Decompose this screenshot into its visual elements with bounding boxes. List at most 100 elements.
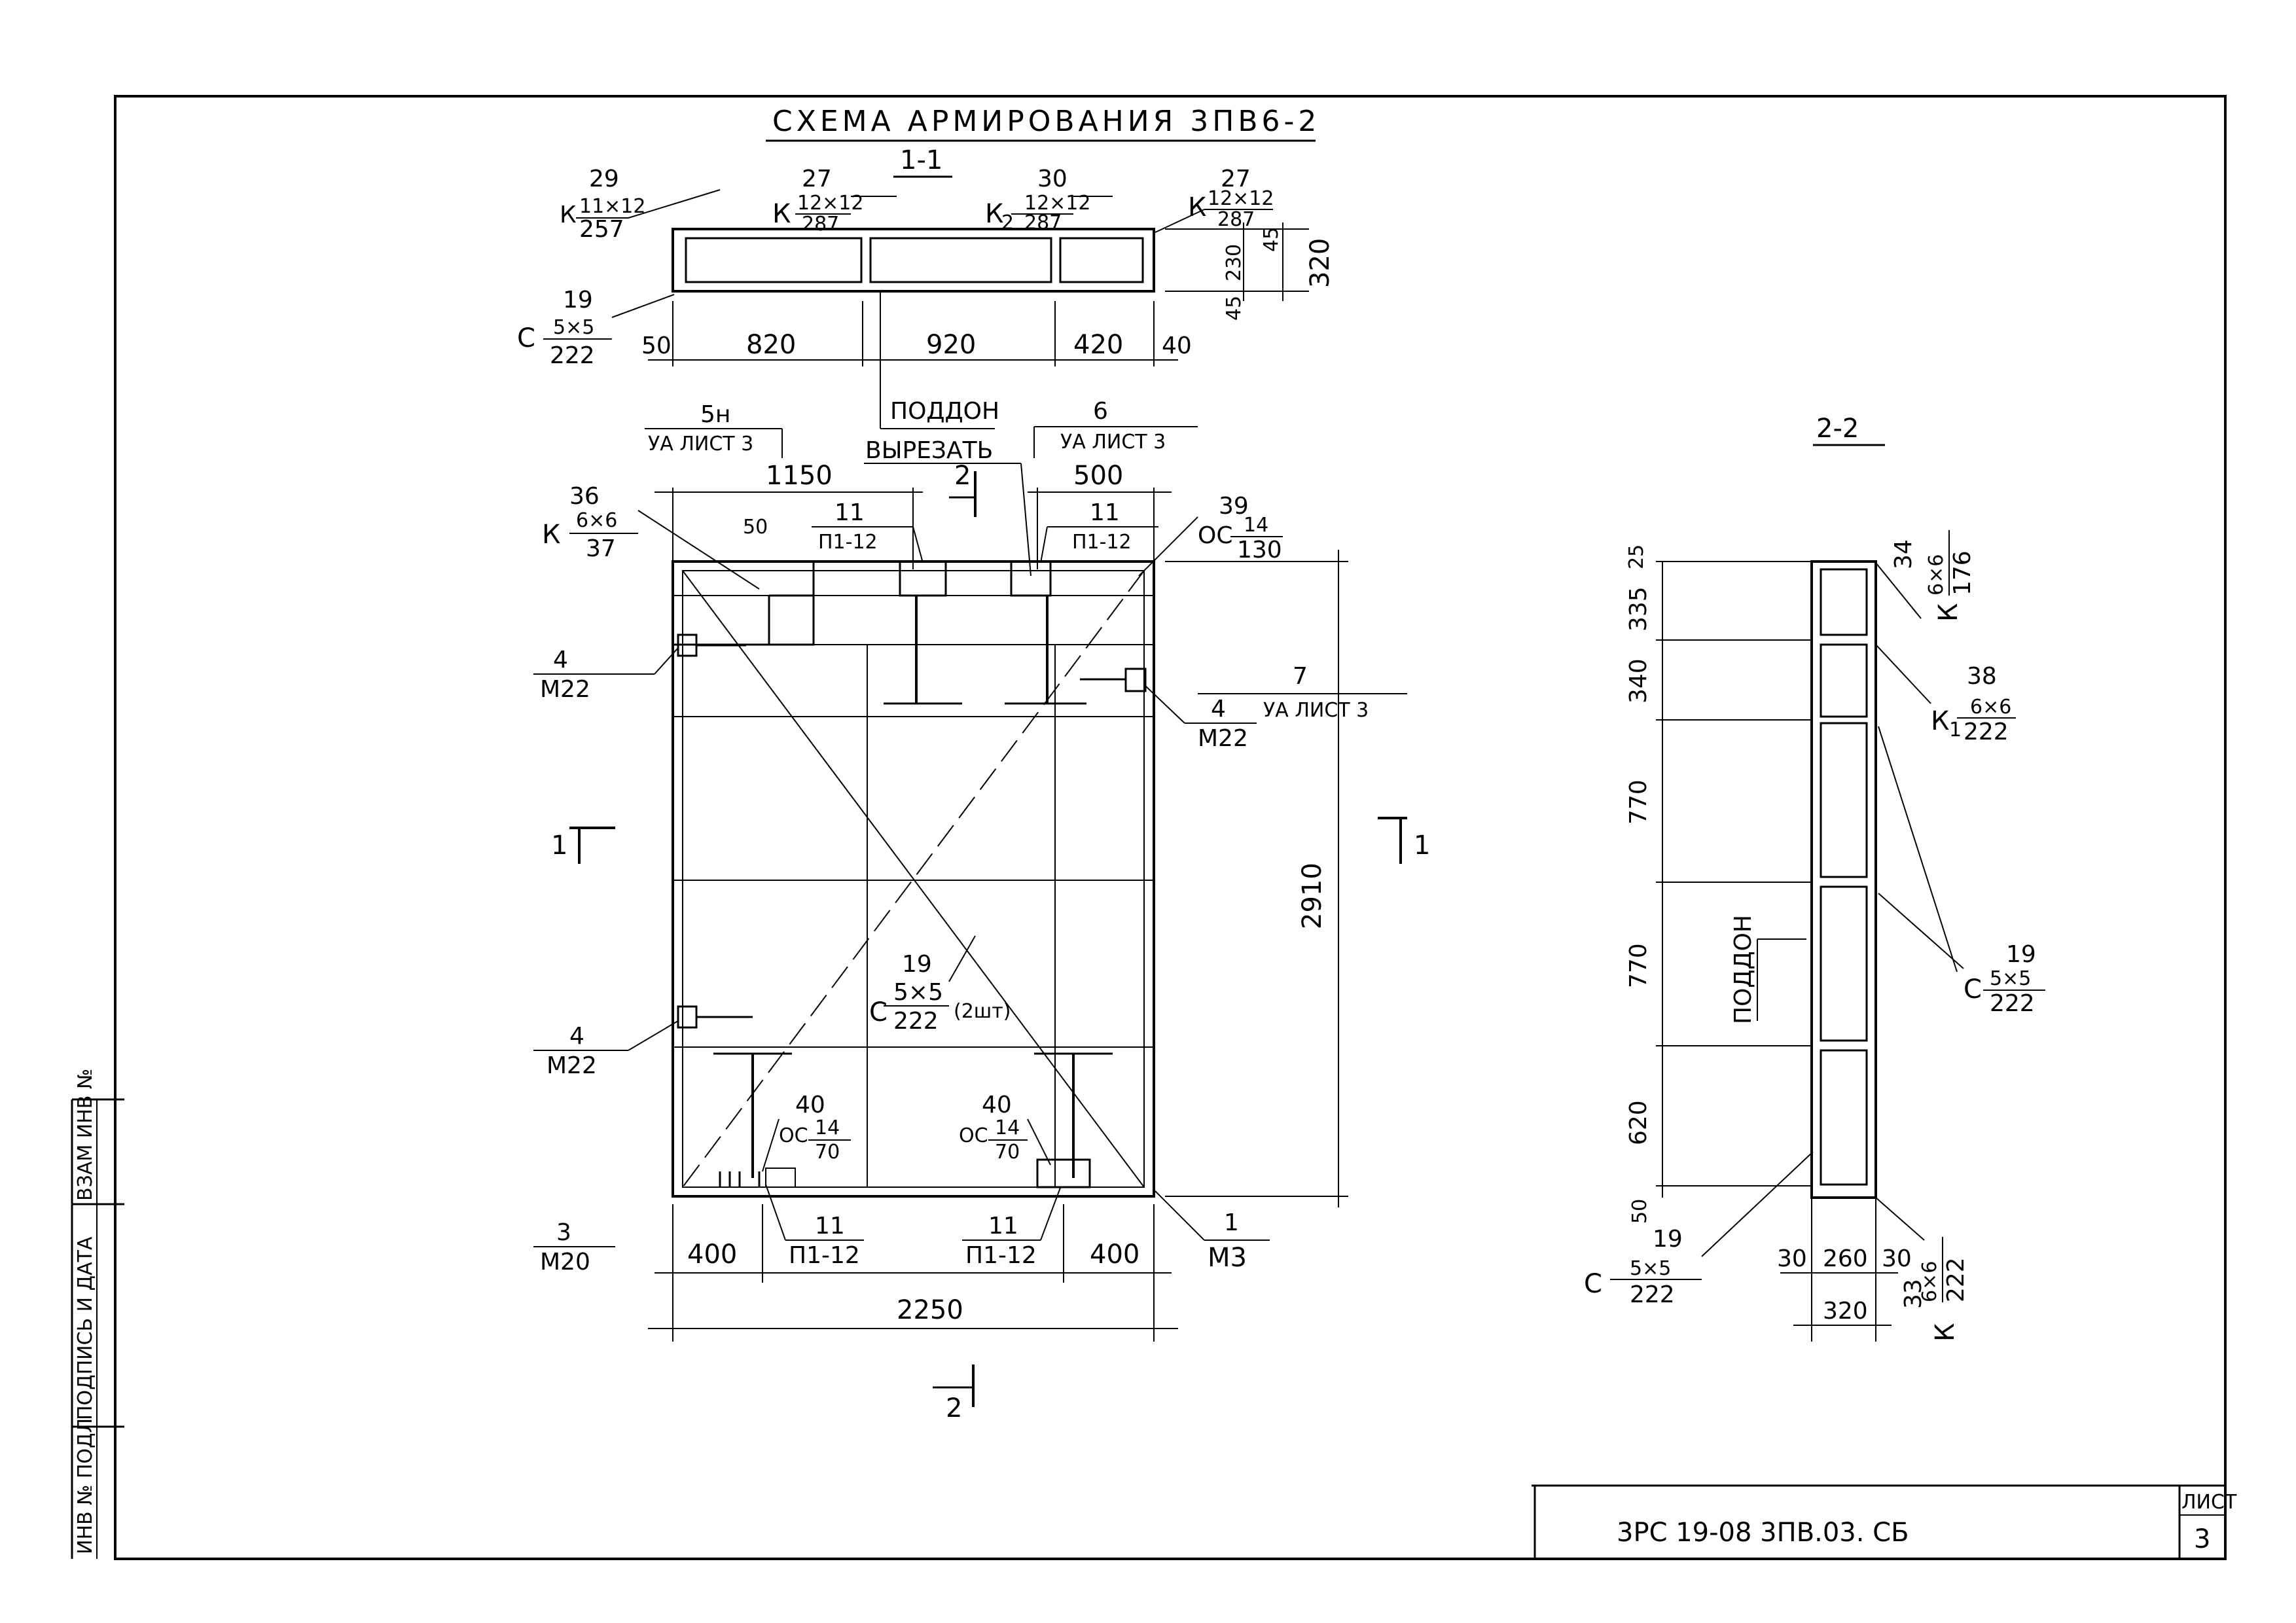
svg-text:М22: М22	[540, 676, 590, 703]
svg-text:С: С	[1964, 974, 1982, 1005]
svg-text:1: 1	[1224, 1209, 1239, 1236]
svg-text:УА ЛИСТ 3: УА ЛИСТ 3	[648, 433, 753, 455]
svg-text:257: 257	[579, 216, 624, 243]
svg-text:176: 176	[1949, 550, 1976, 596]
dim-2910: 2910	[1297, 863, 1327, 929]
svg-text:С: С	[517, 323, 535, 353]
section-mark-2-bottom: 2	[933, 1364, 975, 1423]
dim-400-left: 400	[687, 1240, 737, 1270]
callout-30: 30 К 2 12×12 287	[985, 166, 1113, 234]
svg-text:УА ЛИСТ 3: УА ЛИСТ 3	[1263, 699, 1369, 722]
stamp-inv: ИНВ № ПОДЛ	[74, 1418, 97, 1554]
section-11-body	[648, 223, 1309, 429]
callout-11-bottom-b: 11 П1-12	[962, 1187, 1061, 1269]
svg-text:70: 70	[815, 1141, 840, 1164]
dim22-30b: 30	[1882, 1245, 1912, 1272]
svg-text:11: 11	[815, 1213, 845, 1240]
section-mark-2-top: 2	[949, 461, 977, 517]
ref-5n: 5н УА ЛИСТ 3	[645, 401, 783, 458]
svg-text:5×5: 5×5	[553, 316, 594, 339]
svg-text:К: К	[772, 199, 791, 229]
callout-29: 29 К 11×12 257	[560, 166, 721, 243]
svg-text:40: 40	[982, 1092, 1012, 1118]
svg-text:40: 40	[795, 1092, 825, 1118]
svg-text:11: 11	[988, 1213, 1018, 1240]
svg-text:19: 19	[902, 951, 932, 978]
dim22-620: 620	[1625, 1100, 1652, 1145]
svg-text:38: 38	[1967, 663, 1997, 690]
svg-text:2: 2	[946, 1393, 962, 1423]
dim-1150: 1150	[766, 461, 833, 491]
section-22-label: 2-2	[1816, 414, 1859, 444]
svg-text:ОС: ОС	[1198, 522, 1232, 549]
svg-text:11: 11	[834, 499, 865, 526]
callout-40-left: 40 ОС 14 70	[762, 1092, 851, 1172]
dim-v-45b: 45	[1223, 296, 1246, 321]
ref-6: 6 УА ЛИСТ 3	[1033, 398, 1198, 458]
dim22-770b: 770	[1625, 943, 1652, 988]
svg-text:27: 27	[802, 166, 832, 192]
stamp-podpis: ПОДПИСЬ И ДАТА	[74, 1236, 97, 1420]
dim-v-320: 320	[1305, 238, 1335, 288]
svg-text:7: 7	[1293, 663, 1308, 690]
svg-text:36: 36	[569, 483, 600, 510]
svg-text:УА ЛИСТ 3: УА ЛИСТ 3	[1060, 431, 1166, 454]
svg-text:222: 222	[893, 1008, 939, 1035]
dim-400-right: 400	[1090, 1240, 1139, 1270]
svg-text:222: 222	[1630, 1281, 1675, 1308]
callout-1: 1 М3	[1155, 1190, 1270, 1273]
dim22-25: 25	[1625, 544, 1648, 569]
svg-text:6×6: 6×6	[1970, 696, 2011, 719]
dim-820: 820	[746, 330, 796, 360]
dim-500: 500	[1073, 461, 1123, 491]
callout-4-b: 4 М22	[1145, 685, 1257, 752]
callout-19-plan: 19 С 5×5 222 (2шт)	[869, 935, 1011, 1035]
frame	[71, 95, 2227, 1560]
svg-text:12×12: 12×12	[797, 192, 863, 215]
svg-text:14: 14	[815, 1116, 840, 1139]
svg-text:30: 30	[1037, 166, 1067, 192]
svg-text:М3: М3	[1208, 1243, 1247, 1273]
svg-text:14: 14	[1244, 514, 1268, 537]
svg-text:К: К	[1930, 1323, 1960, 1342]
title-block	[1532, 1484, 2225, 1559]
svg-text:С: С	[1584, 1269, 1602, 1299]
callout-19-22a: 19 С 5×5 222	[1878, 726, 2045, 1017]
svg-text:3: 3	[556, 1219, 571, 1246]
callout-19-a: 19 С 5×5 222	[517, 287, 675, 369]
dim22-30a: 30	[1777, 1245, 1807, 1272]
svg-text:11: 11	[1090, 499, 1120, 526]
callout-33: 33 К 6×6 222	[1875, 1197, 1969, 1342]
stamp-vzam: ВЗАМ ИНВ №	[74, 1069, 97, 1201]
svg-text:6×6: 6×6	[1925, 554, 1948, 596]
svg-text:К: К	[1933, 603, 1964, 622]
svg-text:5н: 5н	[700, 401, 730, 428]
drawing-title: СХЕМА АРМИРОВАНИЯ 3ПВ6-2	[772, 105, 1320, 138]
svg-text:19: 19	[1653, 1226, 1683, 1253]
dim22-260: 260	[1823, 1245, 1868, 1272]
section-22-body	[1656, 560, 1898, 1342]
callout-27b: 27 К 12×12 287	[1155, 166, 1274, 233]
callout-3: 3 М20	[533, 1219, 615, 1275]
dim22-50: 50	[1628, 1199, 1651, 1224]
svg-text:ОС: ОС	[779, 1124, 808, 1147]
svg-text:4: 4	[569, 1023, 584, 1050]
svg-text:29: 29	[589, 166, 619, 192]
svg-text:287: 287	[1217, 208, 1255, 231]
svg-text:14: 14	[995, 1116, 1020, 1139]
dim-40: 40	[1162, 332, 1192, 359]
svg-text:6: 6	[1093, 398, 1108, 425]
svg-text:1: 1	[1414, 830, 1430, 861]
svg-text:2: 2	[954, 461, 971, 491]
callout-4-c: 4 М22	[533, 1020, 679, 1079]
callout-38: 38 К 1 6×6 222	[1875, 644, 2016, 745]
svg-text:34: 34	[1890, 539, 1917, 569]
dim-v-45a: 45	[1260, 227, 1283, 252]
dim22-320: 320	[1823, 1298, 1868, 1325]
svg-text:П1-12: П1-12	[789, 1242, 860, 1269]
svg-text:27: 27	[1221, 166, 1251, 192]
callout-40-right: 40 ОС 14 70	[959, 1092, 1051, 1166]
callout-36: 36 К 6×6 37	[542, 483, 760, 590]
callout-19-22b: 19 С 5×5 222	[1584, 1151, 1814, 1308]
callout-39: 39 ОС 14 130	[1138, 493, 1283, 577]
